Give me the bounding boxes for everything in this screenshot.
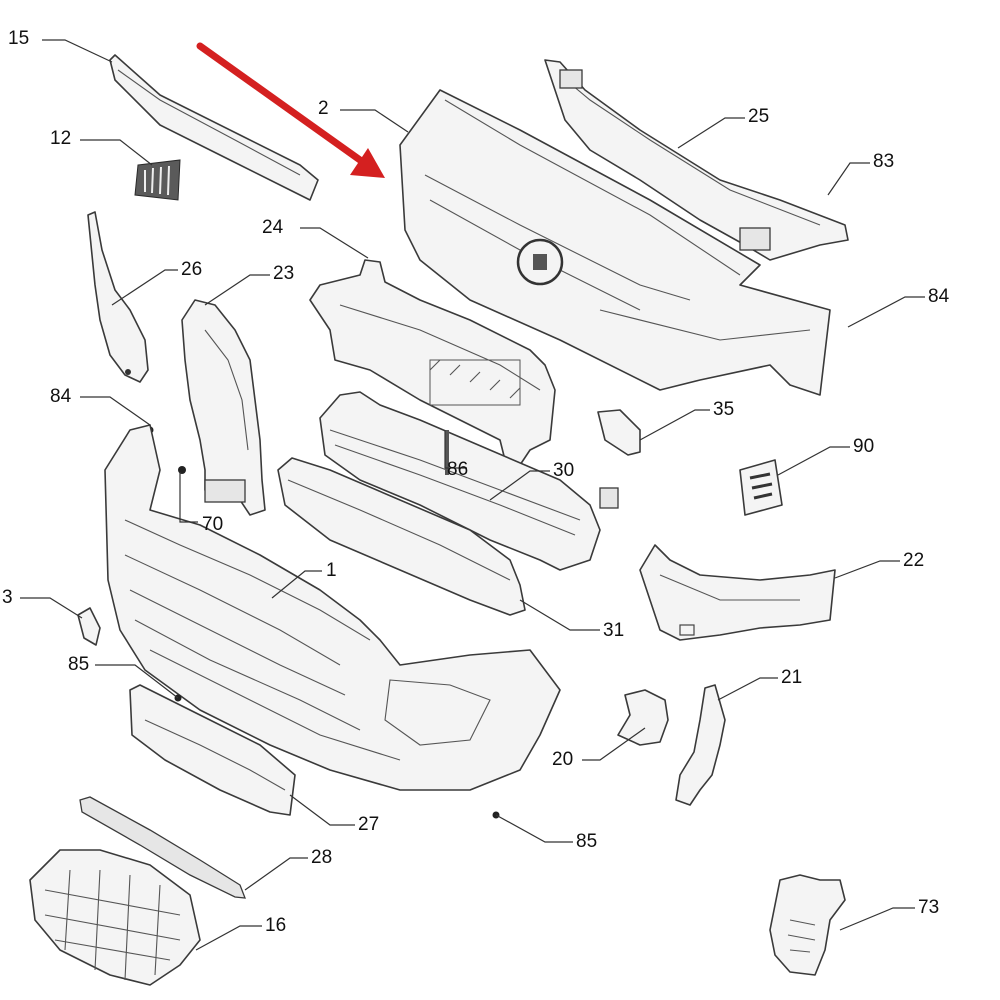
callout-21: 21 [781,667,802,688]
callout-85-left: 85 [68,654,89,675]
callout-83: 83 [873,151,894,172]
callout-16: 16 [265,915,286,936]
part-21-sensor-bracket [675,684,726,806]
leader-lines [20,39,925,951]
part-16-lower-grille [29,849,201,986]
callout-85-lower: 85 [576,831,597,852]
red-pointer-arrow [196,42,385,178]
callout-26: 26 [181,259,202,280]
part-22-lower-side-cover [639,544,836,641]
callout-73: 73 [918,897,939,918]
part-27-lower-trim [129,684,296,816]
part-73-bracket [769,874,846,976]
part-23-side-support [181,299,266,516]
callout-70: 70 [202,514,223,535]
callout-30: 30 [553,460,574,481]
callout-86: 86 [447,459,468,480]
callout-22: 22 [903,550,924,571]
callout-12: 12 [50,128,71,149]
part-24-upper-bracket [309,259,556,466]
callout-84-right: 84 [928,286,950,307]
callout-24: 24 [262,217,284,238]
callout-20: 20 [552,749,573,770]
part-20-bracket [617,689,669,746]
part-15-upper-trim-strip [109,54,319,201]
callout-31: 31 [603,620,624,641]
part-70-screw [178,466,186,474]
callout-3: 3 [2,587,13,608]
part-1-front-bumper [104,424,561,791]
part-86-fastener [445,430,449,475]
part-3-tow-hook-cover [77,607,101,646]
callout-35: 35 [713,399,734,420]
part-12-clip [134,159,181,201]
callout-27: 27 [358,814,379,835]
part-35-small-bracket [597,409,641,456]
callout-labels: 15 12 2 25 83 24 26 23 84 84 35 90 86 30… [2,28,950,936]
part-25-upper-crossmember [544,59,849,261]
part-26-side-bracket [87,211,149,383]
callout-28: 28 [311,847,332,868]
callout-23: 23 [273,263,294,284]
part-2-upper-grille-cover [399,89,831,396]
callout-84-left: 84 [50,386,72,407]
part-30-impact-beam [319,391,619,571]
callout-25: 25 [748,106,769,127]
part-90-label-plate [739,459,783,516]
callout-15: 15 [8,28,29,49]
callout-90: 90 [853,436,874,457]
part-31-energy-absorber [277,457,526,616]
callout-2: 2 [318,98,329,119]
callout-1: 1 [326,560,337,581]
part-28-lower-strip [79,796,246,899]
